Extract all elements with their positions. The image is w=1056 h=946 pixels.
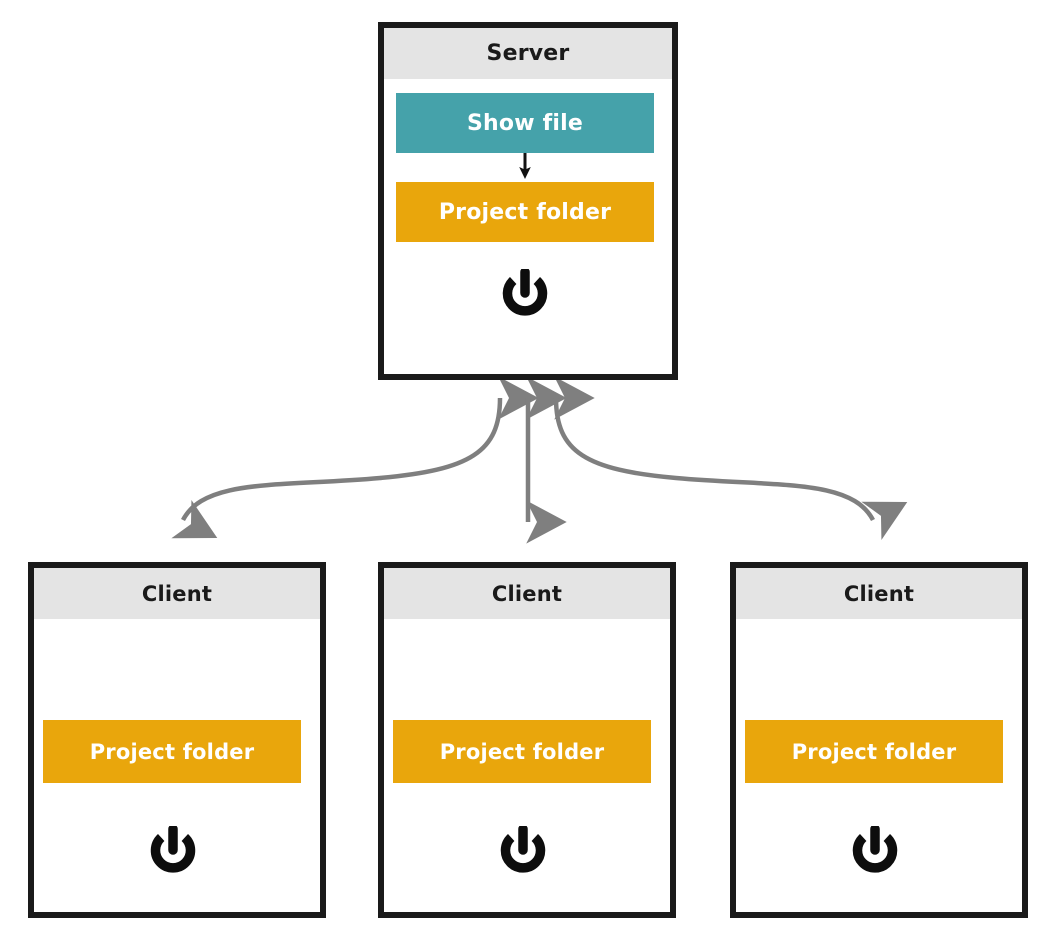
client-node-2[interactable]: Client Project folder (378, 562, 676, 918)
server-body: Show file Project folder (384, 79, 672, 374)
client-body: Project folder (384, 619, 670, 912)
server-node[interactable]: Server Show file Project folder (378, 22, 678, 380)
server-to-client-1-connector (171, 376, 539, 539)
server-title: Server (384, 28, 672, 79)
client-title: Client (384, 568, 670, 619)
server-to-client-3-connector (553, 376, 908, 540)
power-icon[interactable] (849, 826, 901, 880)
client-node-1[interactable]: Client Project folder (28, 562, 326, 918)
server-show-file-bar[interactable]: Show file (396, 93, 654, 153)
power-icon[interactable] (497, 826, 549, 880)
client-title: Client (736, 568, 1022, 619)
show-file-to-project-folder-arrow (519, 153, 531, 179)
client-body: Project folder (736, 619, 1022, 912)
client-title: Client (34, 568, 320, 619)
client-project-folder-bar[interactable]: Project folder (745, 720, 1003, 783)
power-icon[interactable] (499, 269, 551, 323)
server-project-folder-bar[interactable]: Project folder (396, 182, 654, 242)
client-node-3[interactable]: Client Project folder (730, 562, 1028, 918)
client-project-folder-bar[interactable]: Project folder (393, 720, 651, 783)
client-project-folder-bar[interactable]: Project folder (43, 720, 301, 783)
power-icon[interactable] (147, 826, 199, 880)
client-body: Project folder (34, 619, 320, 912)
